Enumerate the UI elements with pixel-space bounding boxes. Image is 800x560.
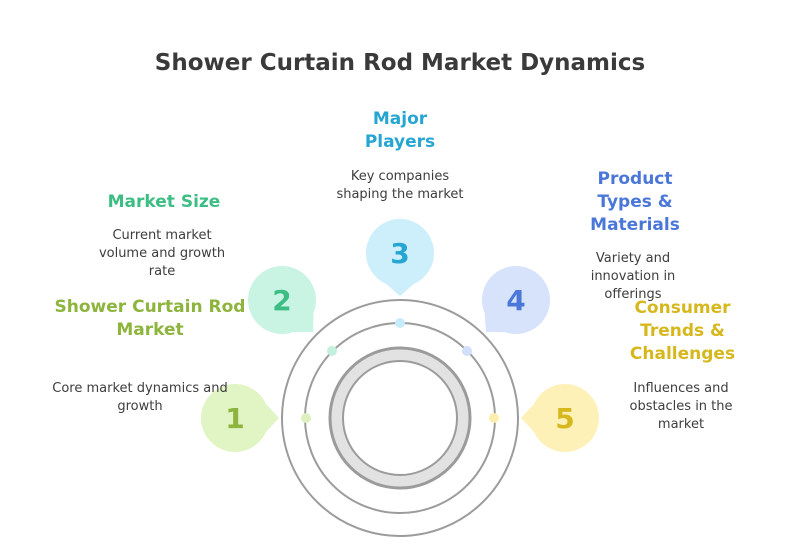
stage-5-label: Consumer Trends & Challenges: [629, 298, 736, 364]
stage-5-bubble-pointer: [521, 404, 534, 432]
stage-3-number: 3: [390, 237, 409, 270]
stage-2-number: 2: [272, 284, 291, 317]
stage-5-bubble: 5: [521, 384, 599, 452]
stage-2-description: Current market volume and growth rate: [98, 228, 226, 279]
stage-2-bubble: 2: [248, 266, 316, 334]
stage-3-description: Key companies shaping the market: [336, 169, 464, 202]
stage-1-label: Shower Curtain Rod Market: [54, 297, 246, 340]
stage-4-number: 4: [506, 284, 525, 317]
stage-3-bubble: 3: [366, 219, 434, 296]
stage-4-label: Product Types & Materials: [590, 169, 680, 235]
stage-5-description: Influences and obstacles in the market: [629, 381, 733, 432]
stage-4-bubble: 4: [482, 266, 550, 334]
stage-5-bubble-circle: [531, 384, 599, 452]
diagram-title: Shower Curtain Rod Market Dynamics: [154, 50, 646, 76]
stage-1-number: 1: [225, 402, 244, 435]
stage-1-bubble: 1: [201, 384, 279, 452]
stage-1-bubble-pointer: [266, 404, 279, 432]
stage-4-ring-marker: [462, 346, 472, 356]
stage-4-bubble-circle: [482, 266, 550, 334]
stage-1-bubble-circle: [201, 384, 269, 452]
stage-bubbles: 1 2 3 4 5: [201, 219, 599, 452]
stage-1-description: Core market dynamics and growth: [52, 381, 228, 414]
stage-2-label: Market Size: [107, 192, 221, 212]
stage-2-bubble-circle: [248, 266, 316, 334]
stage-3-label: Major Players: [364, 109, 436, 152]
stage-3-bubble-circle: [366, 219, 434, 287]
stage-3-bubble-pointer: [386, 284, 414, 296]
stage-4-description: Variety and innovation in offerings: [590, 251, 676, 302]
outer-ring: [281, 299, 519, 537]
stage-2-ring-marker: [327, 346, 337, 356]
stage-1-ring-marker: [301, 413, 311, 423]
stage-3-ring-marker: [395, 318, 405, 328]
core-center: [342, 360, 458, 476]
stage-5-ring-marker: [489, 413, 499, 423]
stage-5-number: 5: [555, 402, 574, 435]
concentric-rings: [281, 299, 519, 537]
ring-markers: [301, 318, 499, 423]
